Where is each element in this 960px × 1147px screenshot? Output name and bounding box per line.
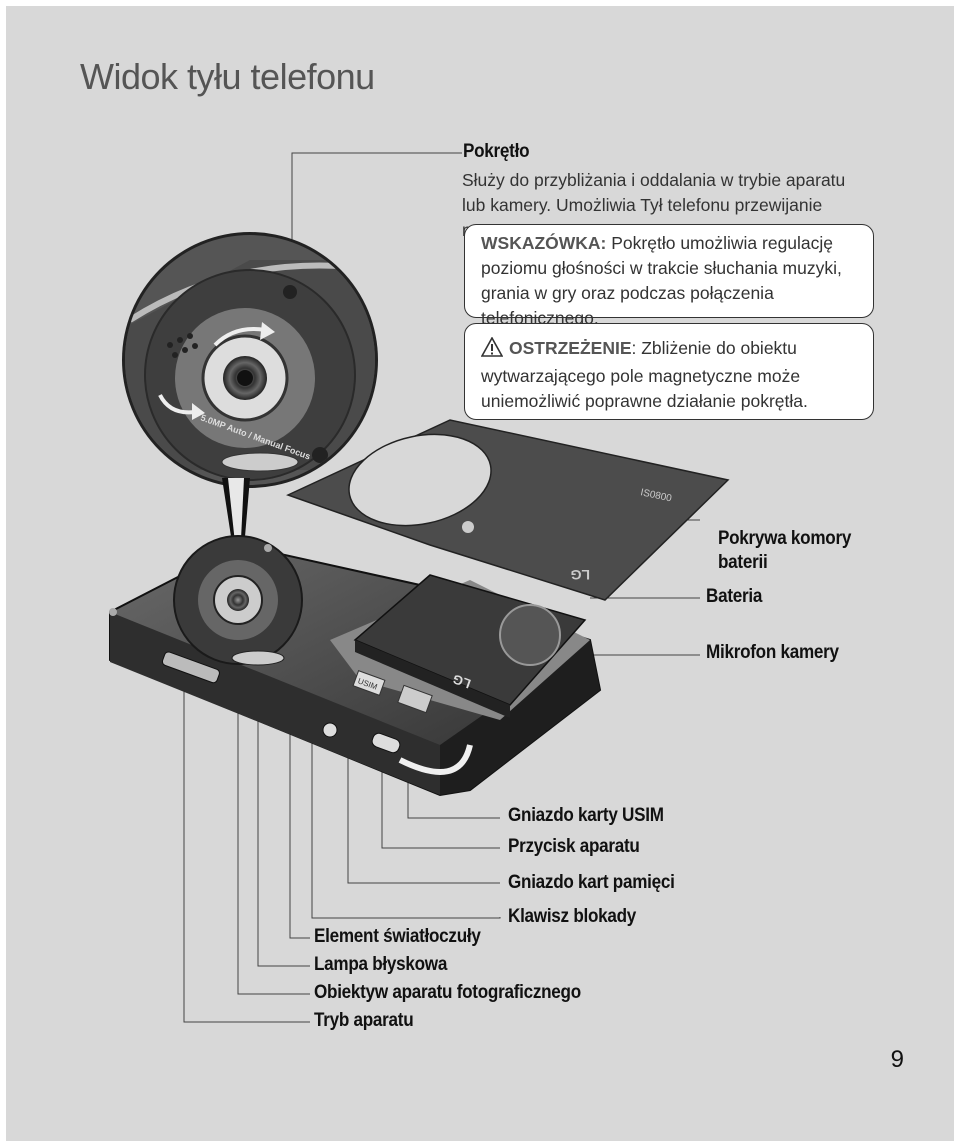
callout-battery: Bateria — [706, 586, 763, 607]
warning-triangle-icon — [480, 336, 504, 364]
callout-lock-key: Klawisz blokady — [508, 906, 637, 927]
battery-cover: IS0800 LG — [286, 419, 730, 601]
warning-text: : Zbliżenie do obiektu wytwarzającego po… — [481, 338, 808, 411]
callout-camera-button: Przycisk aparatu — [508, 836, 640, 857]
tip-box: WSKAZÓWKA: Pokrętło umożliwia regulację … — [464, 224, 874, 328]
callout-flash: Lampa błyskowa — [314, 954, 448, 975]
callout-lens: Obiektyw aparatu fotograficznego — [314, 982, 581, 1003]
tip-label: WSKAZÓWKA: — [481, 233, 607, 253]
page-background — [6, 6, 954, 1141]
page-number: 9 — [890, 1046, 904, 1073]
phone-body: LG USIM — [109, 535, 602, 797]
callout-usim-slot: Gniazdo karty USIM — [508, 805, 664, 826]
callout-camera-mic: Mikrofon kamery — [706, 642, 839, 663]
page-title: Widok tyłu telefonu — [80, 56, 375, 97]
callout-memory-slot: Gniazdo kart pamięci — [508, 872, 675, 893]
knob-zoom-circle: 5.0MP Auto / Manual Focus — [122, 232, 378, 595]
knob-heading: Pokrętło — [463, 141, 530, 162]
callout-battery-cover-line1: Pokrywa komory — [718, 528, 852, 549]
lg-logo-battery: LG — [451, 671, 473, 691]
callout-battery-cover-line2: baterii — [718, 552, 768, 573]
lg-logo-cover: LG — [570, 567, 590, 583]
tip-text: Pokrętło umożliwia regulację poziomu gło… — [481, 233, 842, 328]
warning-label: OSTRZEŻENIE — [509, 338, 632, 358]
leader-lines — [183, 152, 700, 1023]
callout-light-sensor: Element światłoczuły — [314, 926, 481, 947]
callout-camera-mode: Tryb aparatu — [314, 1010, 414, 1031]
warning-box: OSTRZEŻENIE: Zbliżenie do obiektu wytwar… — [464, 323, 874, 420]
